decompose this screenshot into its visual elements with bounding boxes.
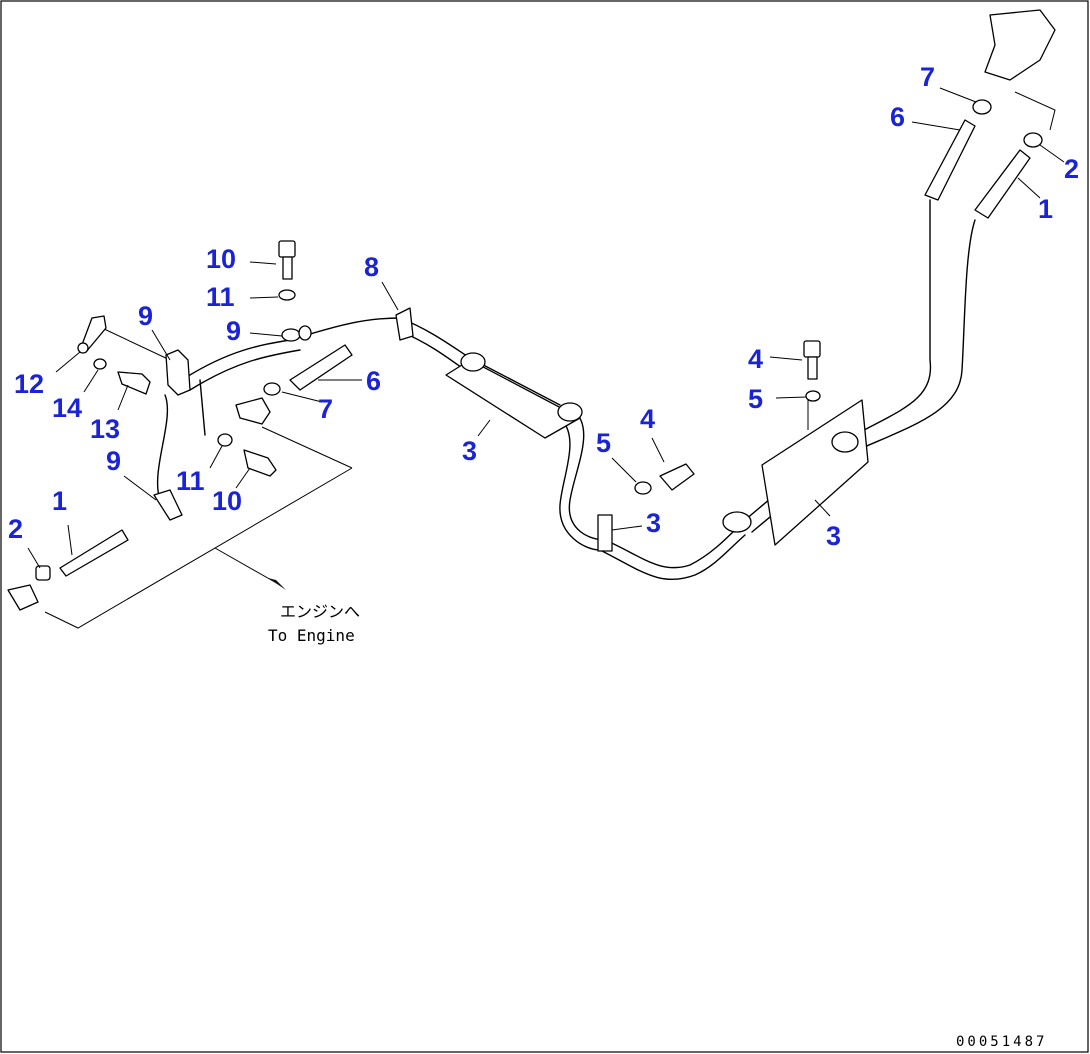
callout-6-left: 6 — [366, 366, 381, 396]
bolt-10-lower-icon — [243, 449, 277, 477]
callout-2-left: 2 — [8, 514, 23, 544]
hose-6-left-icon — [289, 344, 353, 391]
clip-2-left-icon — [35, 565, 51, 581]
callout-numbers: 10 11 9 9 8 12 14 13 6 7 9 11 10 1 2 3 4… — [8, 62, 1079, 551]
callout-11-lower: 11 — [176, 466, 205, 496]
clamp-3-first-icon — [445, 359, 581, 439]
clip-8-icon — [395, 307, 414, 341]
clamp-3-right-icon — [761, 399, 869, 546]
callout-11-upper: 11 — [206, 282, 235, 312]
callout-2-right: 2 — [1064, 154, 1079, 184]
clip-2-right-icon — [1023, 132, 1043, 148]
bolt-4-right-icon — [803, 340, 821, 380]
callout-13: 13 — [90, 414, 120, 444]
callout-3-right: 3 — [826, 521, 841, 551]
callout-5-middle: 5 — [596, 428, 611, 458]
washer-5-middle-icon — [634, 481, 652, 495]
clip-7-left-icon — [263, 382, 281, 396]
bolt-4-middle-icon — [659, 463, 695, 491]
hose-6-right-icon — [924, 119, 976, 201]
washer-12-icon — [77, 342, 89, 354]
clamp-3-first-end-b — [557, 402, 583, 422]
hose-joint-icon — [298, 325, 312, 341]
washer-5-right-icon — [805, 390, 821, 402]
destination-note-en: To Engine — [268, 626, 355, 645]
callout-9-lower: 9 — [106, 446, 121, 476]
callout-1-right: 1 — [1038, 194, 1053, 224]
leader-lines — [27, 87, 1065, 569]
clip-9-upper-icon — [281, 328, 301, 342]
washer-14-icon — [93, 358, 107, 370]
callout-9-clamp: 9 — [138, 301, 153, 331]
destination-note-jp: エンジンへ — [280, 602, 360, 621]
callout-7-left: 7 — [318, 394, 333, 424]
hose-1-right-icon — [974, 149, 1031, 219]
drawing-number: 00051487 — [956, 1034, 1047, 1050]
callout-9-upper: 9 — [226, 316, 241, 346]
clip-3-middle-icon — [597, 514, 613, 552]
callout-14: 14 — [52, 393, 82, 423]
clamp-3-right-end-a — [722, 511, 752, 533]
clip-7-right-icon — [972, 99, 992, 115]
callout-6-right: 6 — [890, 102, 905, 132]
clamp-3-first-end-a — [460, 352, 486, 372]
hose-1-left-icon — [59, 529, 129, 577]
elbow-fitting-icon — [235, 397, 271, 425]
callout-7-right: 7 — [920, 62, 935, 92]
callout-4-middle: 4 — [640, 404, 655, 434]
callout-3-first: 3 — [462, 436, 477, 466]
bolt-10-upper-icon — [278, 240, 296, 280]
parts — [7, 9, 1056, 611]
clip-9-lower-icon — [153, 489, 183, 521]
fitting-13-icon — [117, 371, 151, 395]
bottom-fitting-icon — [7, 584, 39, 611]
callout-8: 8 — [364, 252, 379, 282]
top-bracket-icon — [984, 9, 1056, 81]
to-engine-guide — [44, 327, 353, 629]
clamp-9-left-icon — [165, 349, 191, 396]
callout-5-right: 5 — [748, 384, 763, 414]
arrow-head-icon — [268, 578, 286, 590]
clamp-3-right-end-b — [831, 431, 859, 453]
callout-12: 12 — [14, 369, 44, 399]
callout-3-middle: 3 — [646, 508, 661, 538]
callout-10-lower: 10 — [212, 486, 242, 516]
callout-10-upper: 10 — [206, 244, 236, 274]
callout-1-left: 1 — [52, 486, 67, 516]
callout-4-right: 4 — [748, 344, 763, 374]
washer-11-lower-icon — [217, 433, 233, 447]
washer-11-upper-icon — [278, 289, 296, 301]
